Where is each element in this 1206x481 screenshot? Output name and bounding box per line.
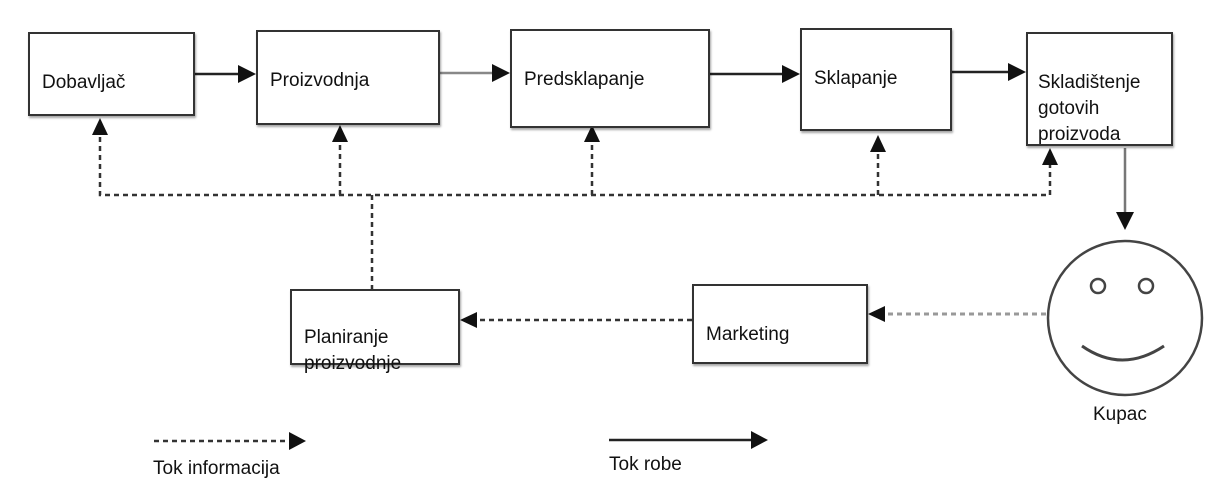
- goods-flow-arrows: [195, 63, 1134, 230]
- arrow-sklapanje-skladistenje: [952, 63, 1026, 81]
- arrow-dobavljac-proizvodnja: [195, 65, 256, 83]
- box-marketing-label: Marketing: [706, 324, 790, 345]
- customer-label: Kupac: [1093, 404, 1147, 425]
- box-proizvodnja-label: Proizvodnja: [270, 70, 370, 91]
- box-skladistenje: Skladištenje gotovih proizvoda: [1026, 32, 1173, 146]
- box-planiranje-proizvodnje: Planiranje proizvodnje: [290, 289, 460, 374]
- box-dobavljac: Dobavljač: [28, 32, 195, 116]
- legend-information-arrow-icon: [154, 432, 306, 450]
- box-planiranje-label: Planiranje proizvodnje: [304, 327, 402, 374]
- legend-goods-arrow-icon: [609, 431, 768, 449]
- legend-information-label: Tok informacija: [153, 458, 280, 479]
- box-predsklapanje: Predsklapanje: [510, 29, 710, 128]
- box-predsklapanje-label: Predsklapanje: [524, 69, 645, 90]
- arrow-proizvodnja-predsklapanje: [440, 64, 510, 82]
- customer-face-icon: [1046, 239, 1204, 397]
- box-skladistenje-label: Skladištenje gotovih proizvoda: [1038, 72, 1141, 145]
- information-flow-lines: [98, 137, 1052, 322]
- box-marketing: Marketing: [692, 284, 868, 364]
- information-flow-arrowheads: [92, 118, 1058, 328]
- box-proizvodnja: Proizvodnja: [256, 30, 440, 125]
- legend-goods-label: Tok robe: [609, 454, 682, 475]
- box-sklapanje: Sklapanje: [800, 28, 952, 131]
- arrow-predsklapanje-sklapanje: [710, 65, 800, 83]
- box-dobavljac-label: Dobavljač: [42, 72, 126, 93]
- box-sklapanje-label: Sklapanje: [814, 68, 898, 89]
- arrow-skladistenje-kupac: [1116, 148, 1134, 230]
